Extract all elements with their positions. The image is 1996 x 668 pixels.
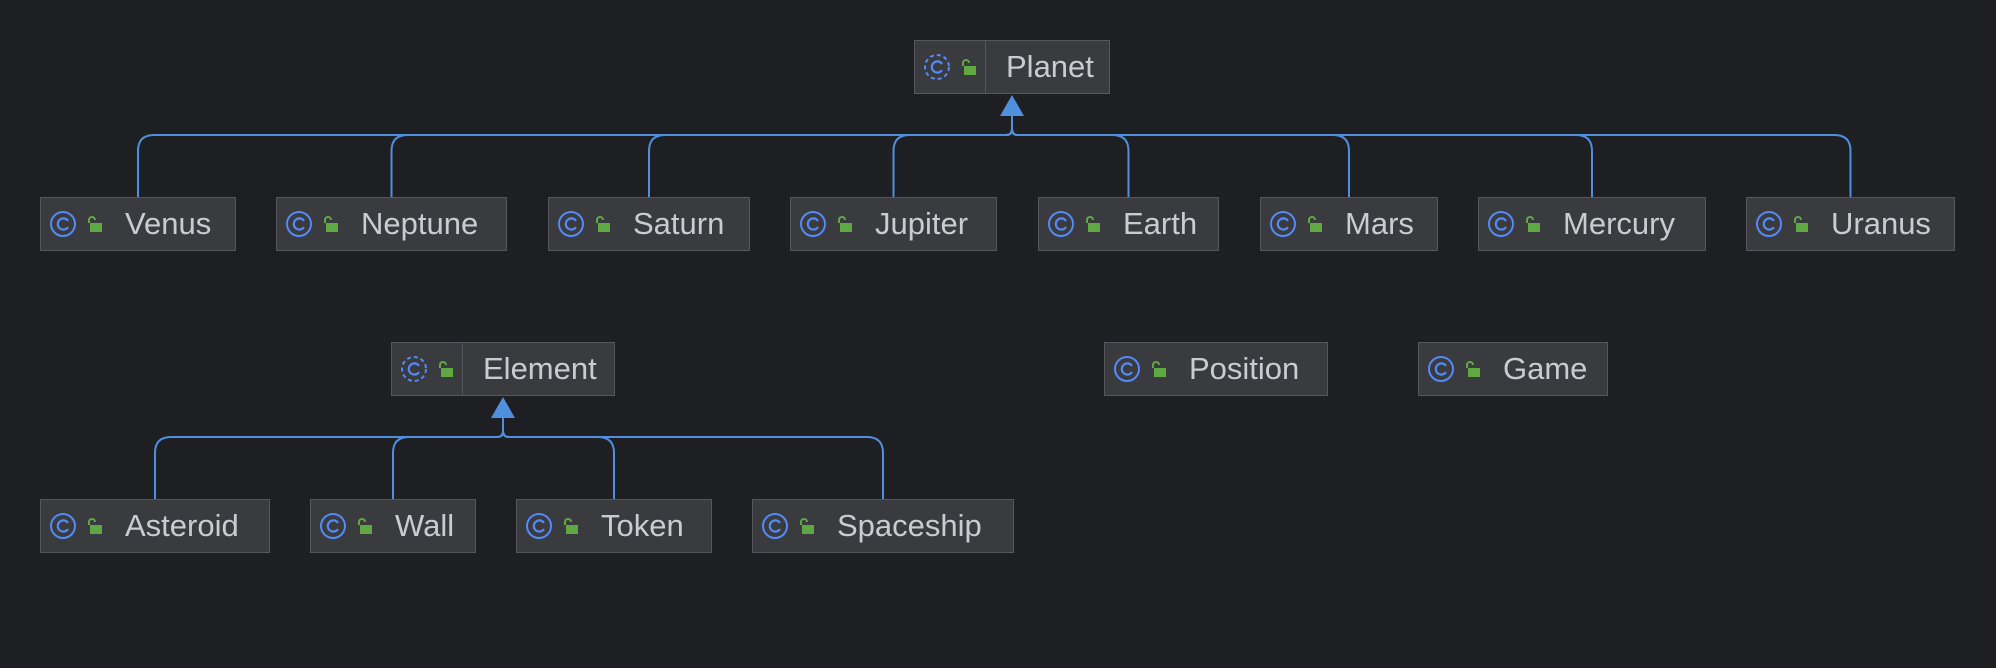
node-icons [753,500,823,552]
inheritance-arrowhead-element [491,397,515,418]
inheritance-edge-earth-to-planet [1011,128,1130,197]
class-icon [761,512,789,540]
class-icon [1113,355,1141,383]
class-node-earth[interactable]: Earth [1038,197,1219,251]
class-node-uranus[interactable]: Uranus [1746,197,1955,251]
class-icon [525,512,553,540]
class-icon [1755,210,1783,238]
public-visibility-icon [321,215,339,233]
class-name-label: Element [483,351,597,386]
node-icons [277,198,347,250]
inheritance-arrowhead-planet [1000,95,1024,116]
inheritance-edge-neptune-to-planet [390,128,1013,197]
node-icons [41,500,111,552]
node-icons [1105,343,1175,395]
inheritance-edge-mercury-to-planet [1011,128,1593,197]
public-visibility-icon [1149,360,1167,378]
class-name-label: Venus [125,206,212,241]
class-name-label: Game [1503,351,1588,386]
node-icons [41,198,111,250]
public-visibility-icon [1463,360,1481,378]
class-icon [557,210,585,238]
node-icons [517,500,587,552]
node-icons [311,500,381,552]
node-icons [1479,198,1549,250]
class-name-label: Mercury [1563,206,1675,241]
public-visibility-icon [593,215,611,233]
class-icon [49,210,77,238]
inheritance-edge-asteroid-to-element [154,430,504,499]
class-name-label: Position [1189,351,1300,386]
abstract-class-icon [923,53,951,81]
public-visibility-icon [355,517,373,535]
inheritance-edge-jupiter-to-planet [892,128,1013,197]
class-node-mars[interactable]: Mars [1260,197,1438,251]
public-visibility-icon [561,517,579,535]
class-name-label: Jupiter [875,206,969,241]
node-icons [1261,198,1331,250]
class-icon [1487,210,1515,238]
class-name-label: Earth [1123,206,1198,241]
public-visibility-icon [959,58,977,76]
node-icons [1039,198,1109,250]
class-icon [285,210,313,238]
node-icons [549,198,619,250]
class-name-label: Wall [395,508,455,543]
class-icon [1269,210,1297,238]
class-node-spaceship[interactable]: Spaceship [752,499,1014,553]
inheritance-edge-mars-to-planet [1011,128,1350,197]
class-name-label: Asteroid [125,508,239,543]
class-name-label: Uranus [1831,206,1931,241]
class-icon [319,512,347,540]
inheritance-edge-token-to-element [502,430,615,499]
public-visibility-icon [1523,215,1541,233]
class-node-neptune[interactable]: Neptune [276,197,507,251]
class-name-label: Spaceship [837,508,982,543]
public-visibility-icon [1305,215,1323,233]
node-icons [1419,343,1489,395]
class-name-label: Saturn [633,206,725,241]
class-node-asteroid[interactable]: Asteroid [40,499,270,553]
public-visibility-icon [85,517,103,535]
class-name-label: Neptune [361,206,479,241]
public-visibility-icon [1083,215,1101,233]
node-icons [1747,198,1817,250]
inheritance-edge-saturn-to-planet [648,128,1013,197]
class-node-planet[interactable]: Planet [914,40,1110,94]
node-icons [915,41,986,93]
public-visibility-icon [835,215,853,233]
inheritance-edge-venus-to-planet [137,128,1013,197]
class-node-game[interactable]: Game [1418,342,1608,396]
class-name-label: Token [601,508,684,543]
class-node-mercury[interactable]: Mercury [1478,197,1706,251]
class-name-label: Mars [1345,206,1414,241]
class-node-wall[interactable]: Wall [310,499,476,553]
inheritance-edge-spaceship-to-element [502,430,884,499]
class-icon [799,210,827,238]
inheritance-edge-wall-to-element [392,430,504,499]
node-icons [791,198,861,250]
public-visibility-icon [797,517,815,535]
class-icon [1427,355,1455,383]
class-node-position[interactable]: Position [1104,342,1328,396]
class-node-saturn[interactable]: Saturn [548,197,750,251]
class-node-token[interactable]: Token [516,499,712,553]
public-visibility-icon [1791,215,1809,233]
class-icon [1047,210,1075,238]
public-visibility-icon [436,360,454,378]
inheritance-edge-uranus-to-planet [1011,128,1852,197]
class-icon [49,512,77,540]
class-node-jupiter[interactable]: Jupiter [790,197,997,251]
class-name-label: Planet [1006,49,1094,84]
abstract-class-icon [400,355,428,383]
class-node-venus[interactable]: Venus [40,197,236,251]
node-icons [392,343,463,395]
class-node-element[interactable]: Element [391,342,615,396]
public-visibility-icon [85,215,103,233]
